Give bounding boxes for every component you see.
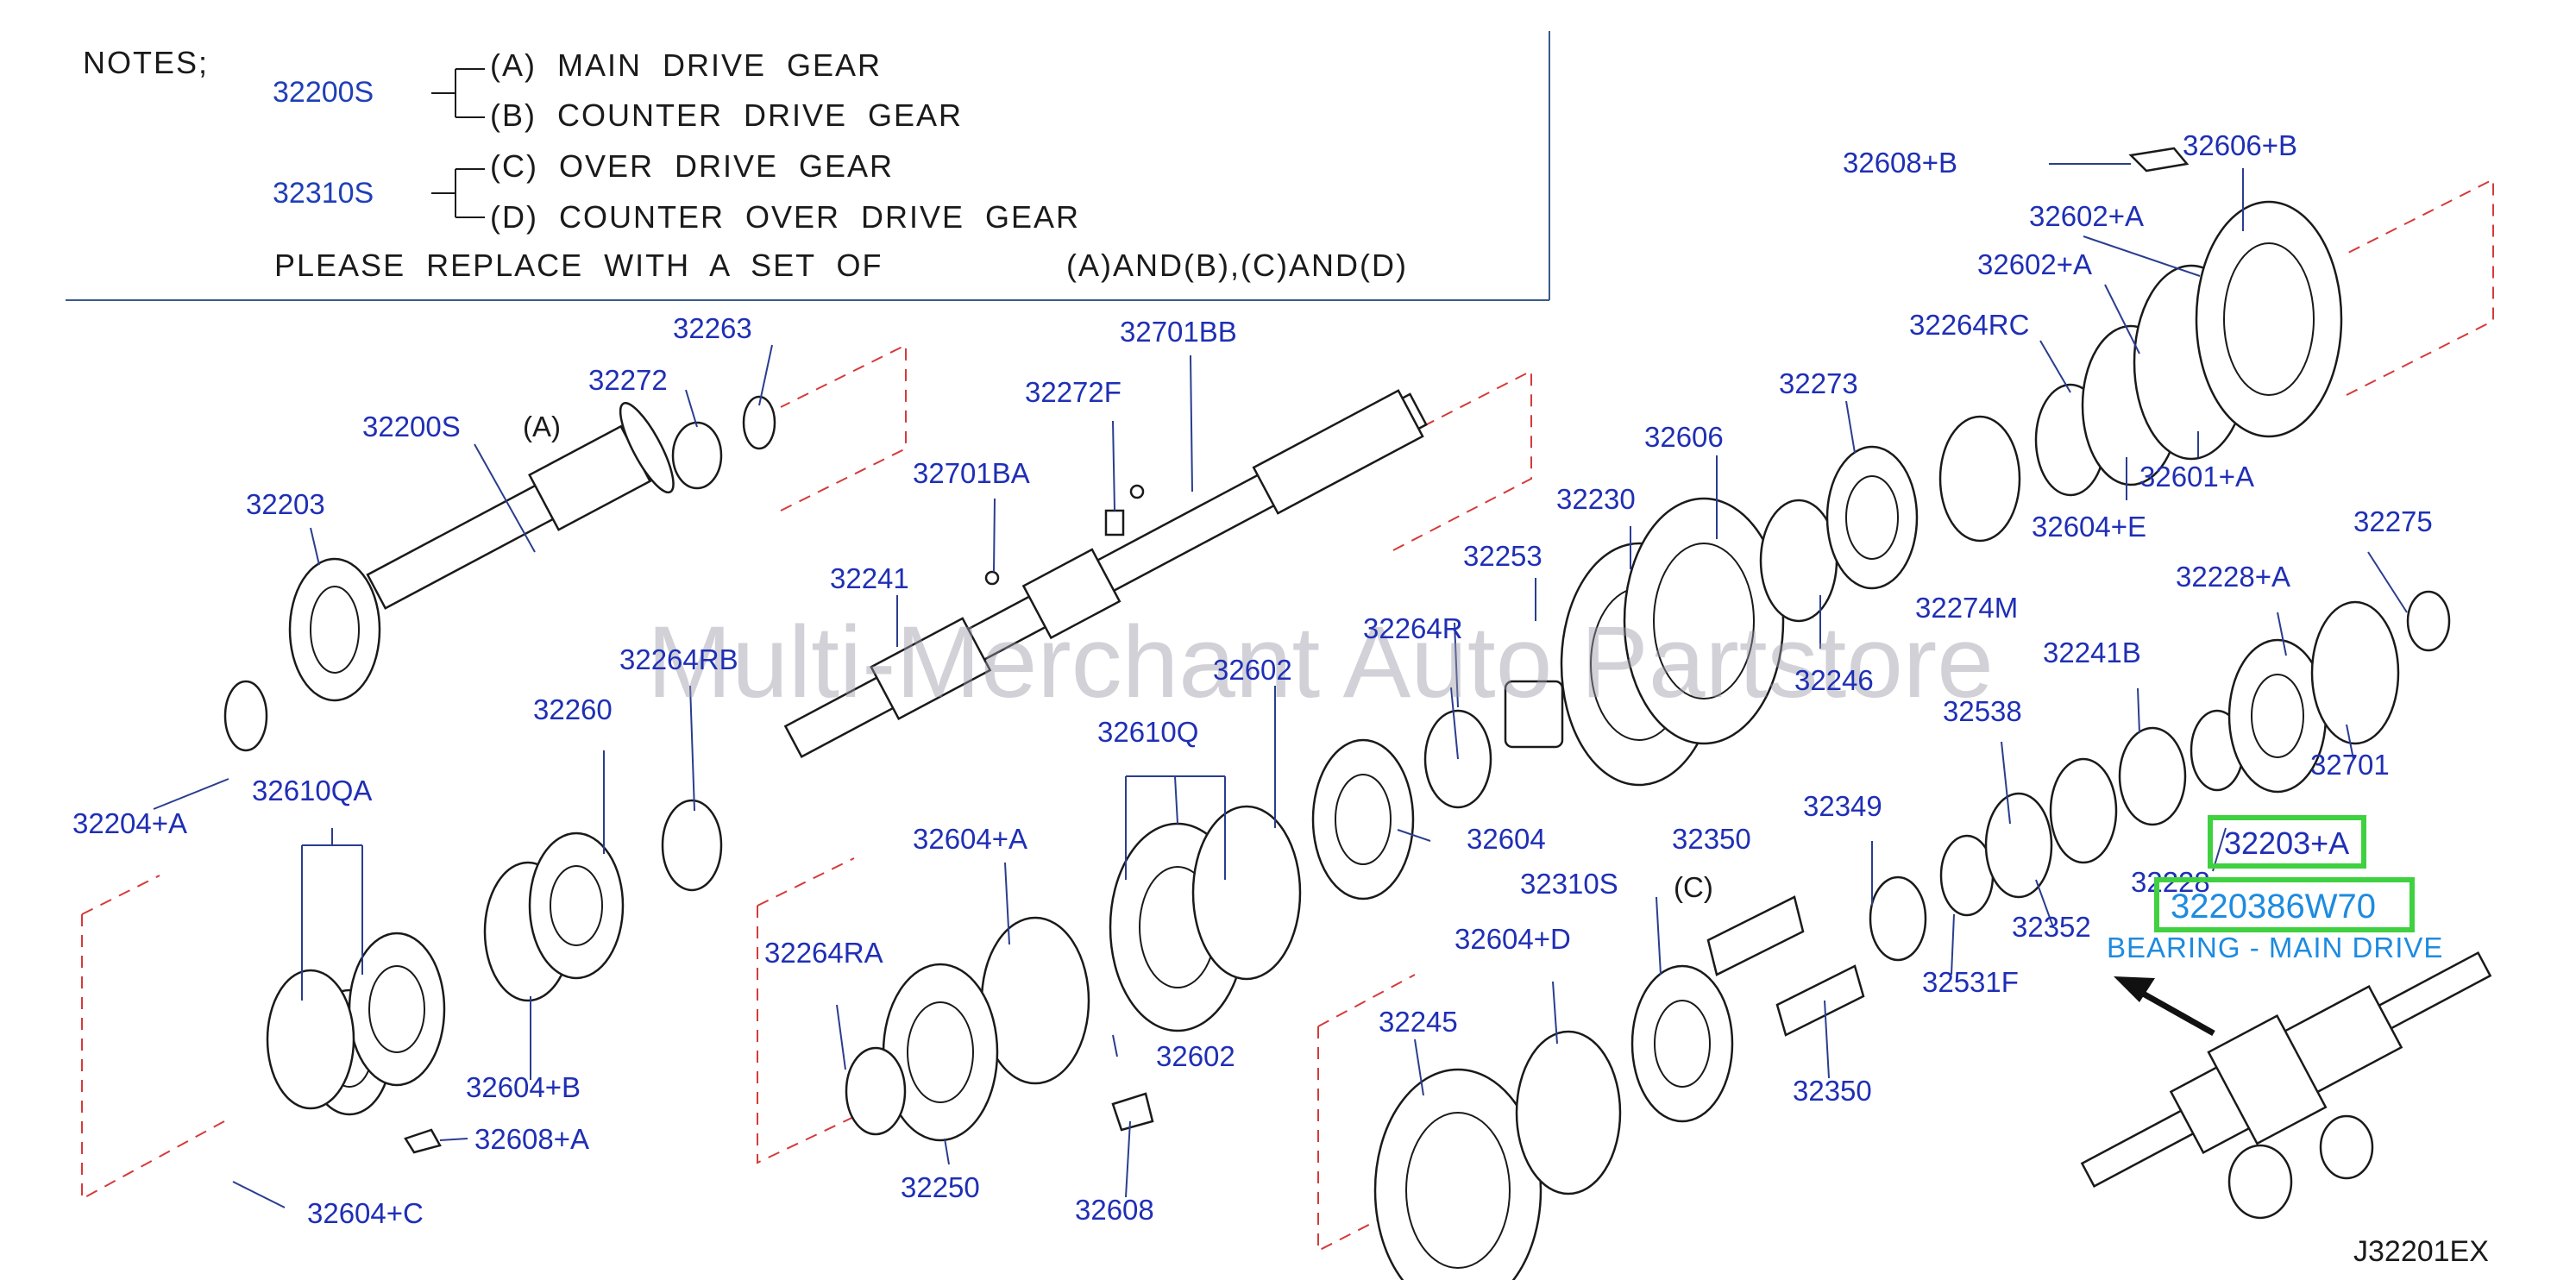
notes-item-over-drive-gear: (C) OVER DRIVE GEAR: [490, 148, 895, 184]
part-label-32604-b[interactable]: 32604+B: [466, 1071, 581, 1103]
highlight-part-number[interactable]: 3220386W70: [2171, 888, 2376, 925]
part-label-32608-a[interactable]: 32608+A: [474, 1123, 589, 1155]
highlight-part-label[interactable]: 32203+A: [2224, 825, 2349, 861]
part-label-32264r[interactable]: 32264R: [1363, 612, 1463, 644]
notes-code-32310S[interactable]: 32310S: [273, 177, 374, 210]
part-label-32264ra[interactable]: 32264RA: [764, 937, 883, 969]
part-label-32538[interactable]: 32538: [1943, 695, 2022, 727]
part-label-32602-upper[interactable]: 32602: [1213, 654, 1292, 686]
notes-frame: [66, 31, 1550, 301]
notes-replace-text: PLEASE REPLACE WITH A SET OF: [274, 248, 883, 283]
part-label-32274m[interactable]: 32274M: [1915, 592, 2018, 624]
part-label-32602-a-lower[interactable]: 32602+A: [1977, 248, 2092, 280]
part-label-32604-c[interactable]: 32604+C: [307, 1197, 424, 1229]
part-label-32604-d[interactable]: 32604+D: [1454, 923, 1571, 955]
part-label-32310s[interactable]: 32310S: [1520, 868, 1618, 900]
part-label-32350-upper[interactable]: 32350: [1672, 823, 1751, 855]
part-label-32272[interactable]: 32272: [588, 364, 668, 396]
part-label-32241b[interactable]: 32241B: [2043, 637, 2141, 668]
part-label-32531f[interactable]: 32531F: [1922, 966, 2019, 998]
part-label-32608[interactable]: 32608: [1075, 1194, 1154, 1226]
watermark: Multi-Merchant Auto Partstore: [647, 605, 1994, 719]
part-label-32263[interactable]: 32263: [673, 312, 752, 344]
notes-replace-sets: (A)AND(B),(C)AND(D): [1066, 248, 1408, 283]
part-label-32701bb[interactable]: 32701BB: [1120, 316, 1237, 348]
highlight-box-part-number: [2154, 877, 2415, 932]
part-label-32246[interactable]: 32246: [1794, 664, 1874, 696]
part-label-32606[interactable]: 32606: [1644, 421, 1724, 453]
part-label-32601-a[interactable]: 32601+A: [2139, 461, 2254, 493]
part-label-32275[interactable]: 32275: [2353, 505, 2433, 537]
leader-lines: [153, 163, 2408, 1208]
part-label-32230[interactable]: 32230: [1556, 483, 1636, 515]
notes-heading: NOTES;: [83, 45, 210, 80]
diagram-reference-code: J32201EX: [2353, 1235, 2489, 1268]
part-label-32701[interactable]: 32701: [2310, 749, 2390, 781]
notes-code-32200S[interactable]: 32200S: [273, 76, 374, 109]
part-label-32264rb[interactable]: 32264RB: [619, 643, 738, 675]
part-label-32610q[interactable]: 32610Q: [1097, 716, 1198, 748]
part-label-32200s[interactable]: 32200S: [362, 411, 461, 442]
group-marker-a: (A): [523, 411, 561, 442]
highlight-part-description: BEARING - MAIN DRIVE: [2107, 932, 2443, 963]
part-label-32250[interactable]: 32250: [901, 1171, 980, 1203]
part-label-32350-lower[interactable]: 32350: [1793, 1075, 1872, 1107]
part-label-32203[interactable]: 32203: [246, 488, 325, 520]
part-label-32245[interactable]: 32245: [1379, 1006, 1458, 1038]
part-label-32608-b[interactable]: 32608+B: [1843, 147, 1957, 179]
part-label-32260[interactable]: 32260: [533, 693, 613, 725]
part-label-32701ba[interactable]: 32701BA: [913, 457, 1030, 489]
notes-item-main-drive-gear: (A) MAIN DRIVE GEAR: [490, 47, 883, 83]
part-label-32253[interactable]: 32253: [1463, 540, 1542, 572]
part-label-32610qa[interactable]: 32610QA: [252, 775, 372, 806]
part-label-32228-a[interactable]: 32228+A: [2176, 561, 2290, 593]
part-label-32272f[interactable]: 32272F: [1025, 376, 1122, 408]
part-label-32352[interactable]: 32352: [2012, 911, 2091, 943]
part-label-32602-lower[interactable]: 32602: [1156, 1040, 1235, 1072]
part-label-32349[interactable]: 32349: [1803, 790, 1882, 822]
part-label-32264rc[interactable]: 32264RC: [1909, 309, 2029, 341]
part-drawings: [223, 147, 2492, 1280]
notes-item-counter-over-drive-gear: (D) COUNTER OVER DRIVE GEAR: [490, 199, 1081, 235]
part-label-32606-b[interactable]: 32606+B: [2183, 129, 2297, 161]
group-marker-c: (C): [1674, 871, 1713, 903]
highlighted-part-callout[interactable]: 32203+A 3220386W70 BEARING - MAIN DRIVE: [2107, 815, 2443, 963]
notes-item-counter-drive-gear: (B) COUNTER DRIVE GEAR: [490, 97, 964, 133]
part-label-32273[interactable]: 32273: [1779, 367, 1858, 399]
part-label-32604[interactable]: 32604: [1467, 823, 1546, 855]
part-labels: 32608+B 32606+B 32602+A 32602+A 32264RC …: [72, 129, 2433, 1229]
part-label-32604-a[interactable]: 32604+A: [913, 823, 1027, 855]
part-label-32604-e[interactable]: 32604+E: [2032, 511, 2146, 543]
highlight-box-part-label: [2208, 815, 2366, 869]
part-label-32241[interactable]: 32241: [830, 562, 909, 594]
part-label-32204-a[interactable]: 32204+A: [72, 807, 187, 839]
part-label-32602-a-upper[interactable]: 32602+A: [2029, 200, 2144, 232]
